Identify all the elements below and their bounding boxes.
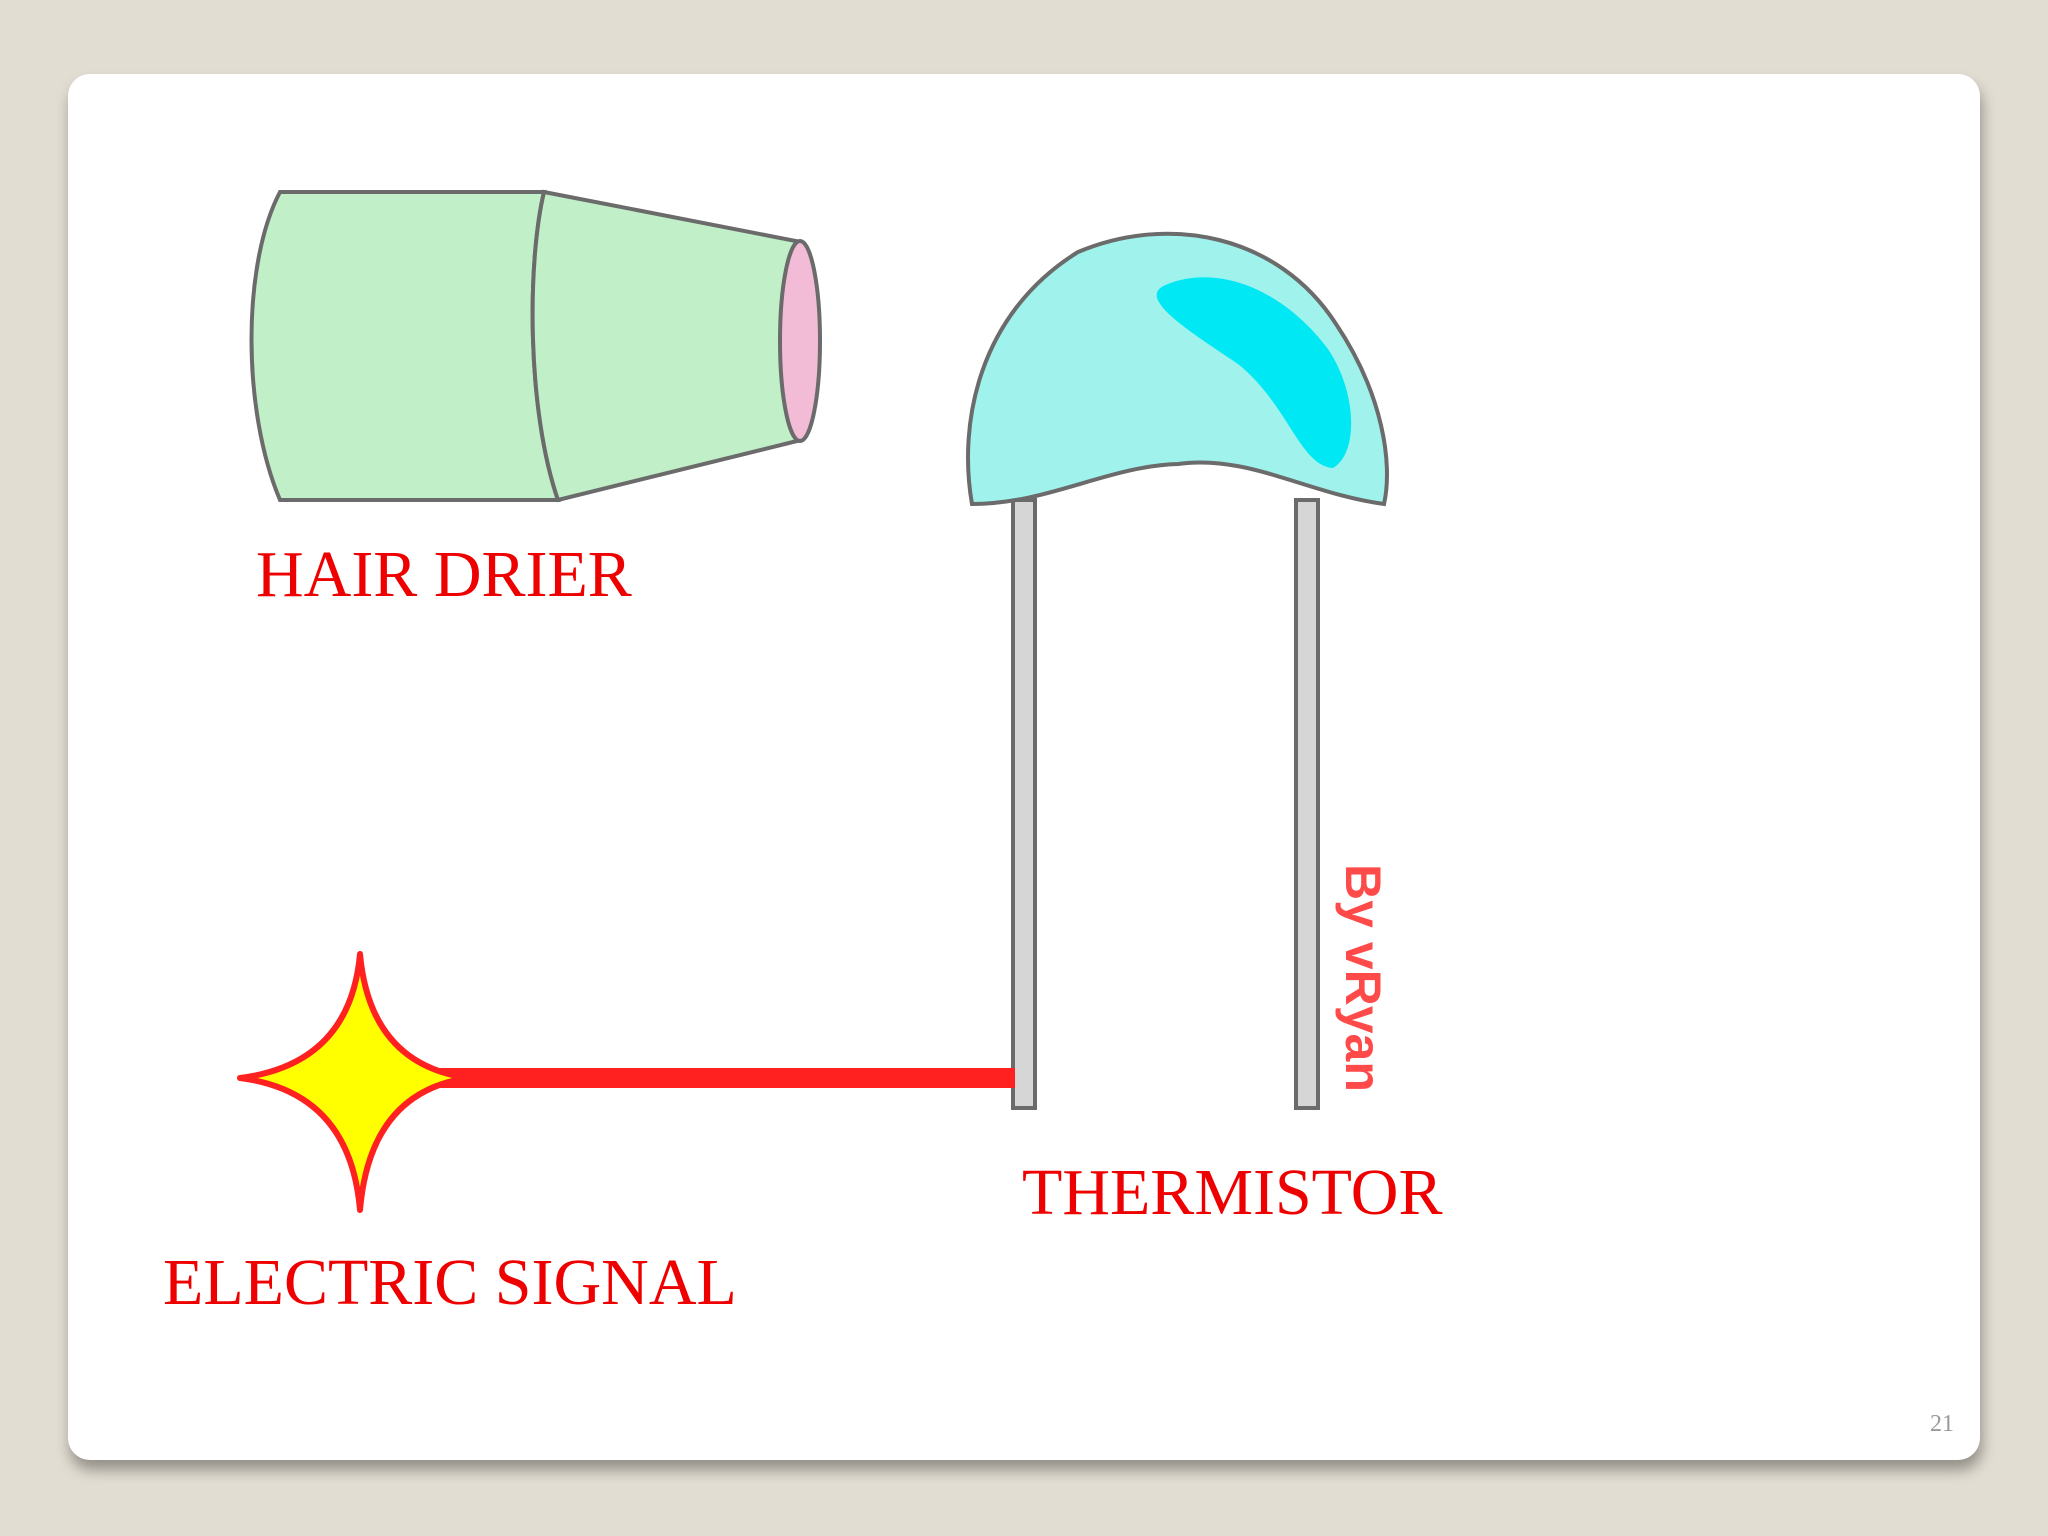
- thermistor-highlight: [1156, 277, 1352, 468]
- thermistor-leads: [1011, 498, 1320, 1110]
- signal-wire: [418, 1068, 1015, 1088]
- slide: By vRyan HAIR DRIER THERMISTOR ELECTRIC …: [68, 74, 1980, 1460]
- thermistor-diagram: By vRyan: [237, 189, 1391, 1213]
- hair-drier-label: HAIR DRIER: [256, 538, 632, 611]
- electric-signal-label: ELECTRIC SIGNAL: [163, 1246, 737, 1319]
- thermistor-icon: [966, 231, 1389, 507]
- credit-text: By vRyan: [1335, 864, 1391, 1092]
- hair-drier-front-body: [530, 189, 803, 503]
- thermistor-left-lead: [1011, 498, 1037, 1110]
- thermistor-label: THERMISTOR: [1022, 1156, 1443, 1229]
- page-number: 21: [1930, 1411, 1954, 1437]
- spark-icon: [237, 951, 471, 1213]
- thermistor-right-lead: [1294, 498, 1320, 1110]
- hair-drier-rear-body: [249, 190, 561, 502]
- hair-drier-icon: [249, 189, 822, 503]
- thermistor-bead: [966, 231, 1389, 507]
- hair-drier-nozzle: [778, 239, 822, 443]
